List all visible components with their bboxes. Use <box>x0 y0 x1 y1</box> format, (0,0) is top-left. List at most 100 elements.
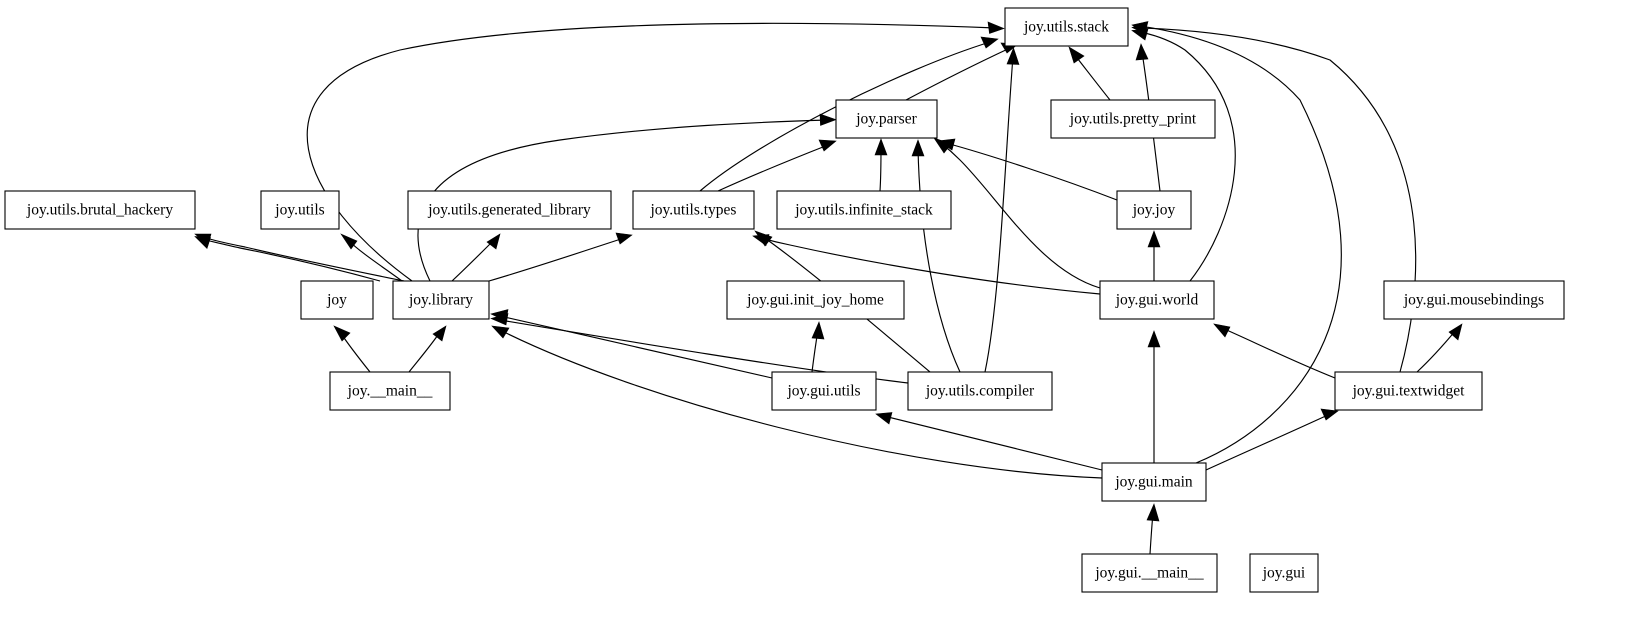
edge-joy-gui-textwidget-to-joy-gui-mousebindings <box>1416 329 1457 373</box>
node-joy-gui-main[interactable]: joy.gui.main <box>1101 462 1207 502</box>
node-joy-library[interactable]: joy.library <box>392 280 490 320</box>
edge-joy-gui-world-to-joy-utils-types <box>760 237 1101 295</box>
edge-joy-gui-world-to-joy-parser <box>940 142 1101 289</box>
node-label: joy.utils.pretty_print <box>1069 111 1197 128</box>
node-label: joy.utils.generated_library <box>427 202 591 219</box>
arrowhead <box>491 325 510 339</box>
node-joy-gui-textwidget[interactable]: joy.gui.textwidget <box>1334 371 1483 411</box>
node-joy-gui-init-joy-home[interactable]: joy.gui.init_joy_home <box>726 280 905 320</box>
arrowhead <box>1213 323 1231 338</box>
node-joy-utils-pretty-print[interactable]: joy.utils.pretty_print <box>1050 99 1216 139</box>
node-joy-utils-brutal-hackery[interactable]: joy.utils.brutal_hackery <box>4 190 196 230</box>
node-label: joy.gui.main <box>1114 474 1193 491</box>
node-joy-gui---main--[interactable]: joy.gui.__main__ <box>1081 553 1218 593</box>
node-label: joy.gui <box>1262 565 1306 582</box>
edge-joy-gui-main-to-joy-gui-utils <box>883 415 1103 471</box>
arrowhead <box>1146 503 1160 522</box>
node-label: joy.gui.world <box>1115 292 1199 309</box>
arrowhead <box>194 236 211 250</box>
node-label: joy.library <box>408 292 473 309</box>
nodes-layer: joy.utils.stack joy.parser joy.utils.prett… <box>4 7 1565 593</box>
node-box[interactable] <box>300 280 374 320</box>
arrowhead <box>340 233 358 250</box>
node-box[interactable] <box>1004 7 1129 47</box>
edge-joy-library-to-joy-utils-stack <box>306 22 997 282</box>
node-joy-utils-infinite-stack[interactable]: joy.utils.infinite_stack <box>776 190 952 230</box>
node-box[interactable] <box>1099 280 1215 320</box>
node-label: joy.gui.__main__ <box>1094 565 1204 582</box>
edge-joy-gui-main-to-joy-utils-stack <box>1139 25 1342 464</box>
node-joy---main--[interactable]: joy.__main__ <box>329 371 451 411</box>
edge-joy-parser-to-joy-utils-stack <box>905 47 1011 101</box>
node-joy-utils-types[interactable]: joy.utils.types <box>632 190 755 230</box>
node-label: joy.gui.init_joy_home <box>746 292 884 309</box>
arrowhead <box>875 412 893 425</box>
node-box[interactable] <box>1334 371 1483 411</box>
arrowhead <box>911 139 925 157</box>
node-box[interactable] <box>835 99 938 139</box>
node-label: joy.utils.brutal_hackery <box>26 202 173 219</box>
node-joy-gui-utils[interactable]: joy.gui.utils <box>771 371 877 411</box>
node-box[interactable] <box>1081 553 1218 593</box>
arrowhead <box>1135 43 1149 61</box>
node-joy-utils-stack[interactable]: joy.utils.stack <box>1004 7 1129 47</box>
edge-joy-gui-textwidget-to-joy-gui-world <box>1221 327 1336 379</box>
arrowhead <box>987 21 1005 34</box>
node-label: joy.__main__ <box>347 383 433 400</box>
node-label: joy.utils.types <box>650 202 737 219</box>
node-label: joy.parser <box>855 111 917 128</box>
arrowhead <box>490 309 509 322</box>
node-label: joy.gui.textwidget <box>1352 383 1465 400</box>
arrowhead <box>752 234 770 246</box>
node-joy[interactable]: joy <box>300 280 374 320</box>
arrowhead <box>1131 21 1149 34</box>
arrowhead <box>432 325 447 342</box>
node-label: joy.utils.infinite_stack <box>794 202 933 219</box>
node-box[interactable] <box>260 190 340 230</box>
edges-layer <box>194 21 1463 555</box>
node-box[interactable] <box>1249 553 1319 593</box>
node-joy-joy[interactable]: joy.joy <box>1116 190 1192 230</box>
node-joy-gui-world[interactable]: joy.gui.world <box>1099 280 1215 320</box>
node-box[interactable] <box>776 190 952 230</box>
node-box[interactable] <box>392 280 490 320</box>
node-label: joy.gui.utils <box>786 383 860 400</box>
node-joy-gui-mousebindings[interactable]: joy.gui.mousebindings <box>1383 280 1565 320</box>
edge-joy-gui-world-to-joy-utils-stack <box>1139 31 1236 282</box>
node-joy-utils-generated-library[interactable]: joy.utils.generated_library <box>407 190 612 230</box>
node-box[interactable] <box>4 190 196 230</box>
node-box[interactable] <box>771 371 877 411</box>
node-box[interactable] <box>726 280 905 320</box>
node-box[interactable] <box>1383 280 1565 320</box>
edge-joy-joy-to-joy-parser <box>945 142 1118 201</box>
node-joy-gui[interactable]: joy.gui <box>1249 553 1319 593</box>
node-box[interactable] <box>907 371 1053 411</box>
edge-joy-to-joy-utils-brutal-hackery <box>200 238 381 282</box>
edge-joy-utils-compiler-to-joy-parser <box>917 147 961 373</box>
node-label: joy <box>326 292 347 309</box>
node-joy-parser[interactable]: joy.parser <box>835 99 938 139</box>
edge-joy-gui-main-to-joy-gui-textwidget <box>1205 413 1331 471</box>
arrowhead <box>980 36 999 49</box>
arrowhead <box>811 321 825 340</box>
node-label: joy.utils.compiler <box>925 383 1035 400</box>
arrowhead <box>1147 230 1161 248</box>
arrowhead <box>818 139 837 152</box>
arrowhead <box>615 232 633 245</box>
node-box[interactable] <box>407 190 612 230</box>
node-joy-utils[interactable]: joy.utils <box>260 190 340 230</box>
node-joy-utils-compiler[interactable]: joy.utils.compiler <box>907 371 1053 411</box>
arrowhead <box>819 113 837 126</box>
arrowhead <box>933 137 952 154</box>
arrowhead <box>1068 46 1085 64</box>
node-box[interactable] <box>1050 99 1216 139</box>
arrowhead <box>874 138 888 156</box>
node-box[interactable] <box>329 371 451 411</box>
node-label: joy.joy <box>1132 202 1176 219</box>
node-box[interactable] <box>632 190 755 230</box>
node-box[interactable] <box>1101 462 1207 502</box>
arrowhead <box>486 233 501 250</box>
node-box[interactable] <box>1116 190 1192 230</box>
node-label: joy.gui.mousebindings <box>1403 292 1544 309</box>
